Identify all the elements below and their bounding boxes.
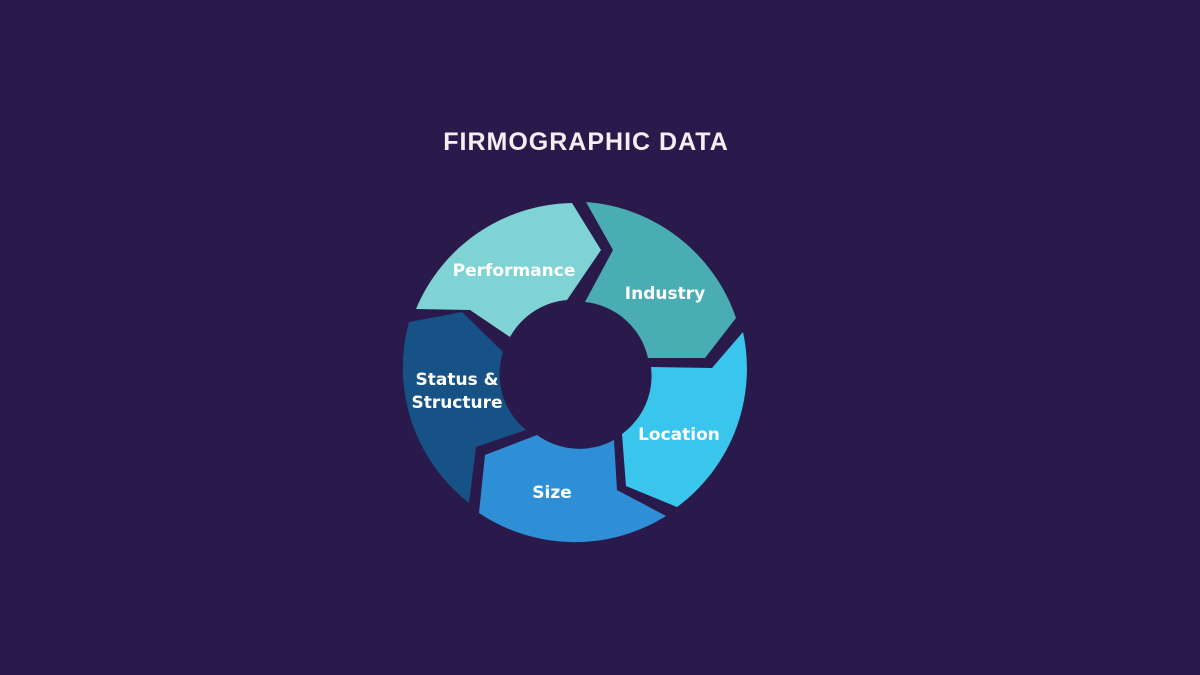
- segment-performance-shape: [416, 203, 601, 337]
- segment-label-status-line1: Status &: [416, 370, 499, 390]
- segment-label-location: Location: [638, 425, 720, 445]
- segment-status-structure-shape: [402, 312, 526, 503]
- segment-label-size: Size: [532, 483, 572, 503]
- segment-size: Size: [479, 435, 666, 543]
- segment-size-shape: [479, 435, 666, 543]
- segment-location: Location: [622, 332, 747, 507]
- diagram-title: FIRMOGRAPHIC DATA: [443, 128, 729, 156]
- segment-label-status-line2: Structure: [411, 393, 502, 413]
- segment-industry-shape: [585, 202, 736, 358]
- segment-label-performance: Performance: [453, 261, 576, 281]
- center-hole: [509, 306, 641, 438]
- segment-location-shape: [622, 332, 747, 507]
- segment-performance: Performance: [416, 203, 601, 337]
- segment-status-structure: Status & Structure: [402, 312, 526, 503]
- segment-industry: Industry: [585, 202, 736, 358]
- segment-label-industry: Industry: [625, 284, 705, 304]
